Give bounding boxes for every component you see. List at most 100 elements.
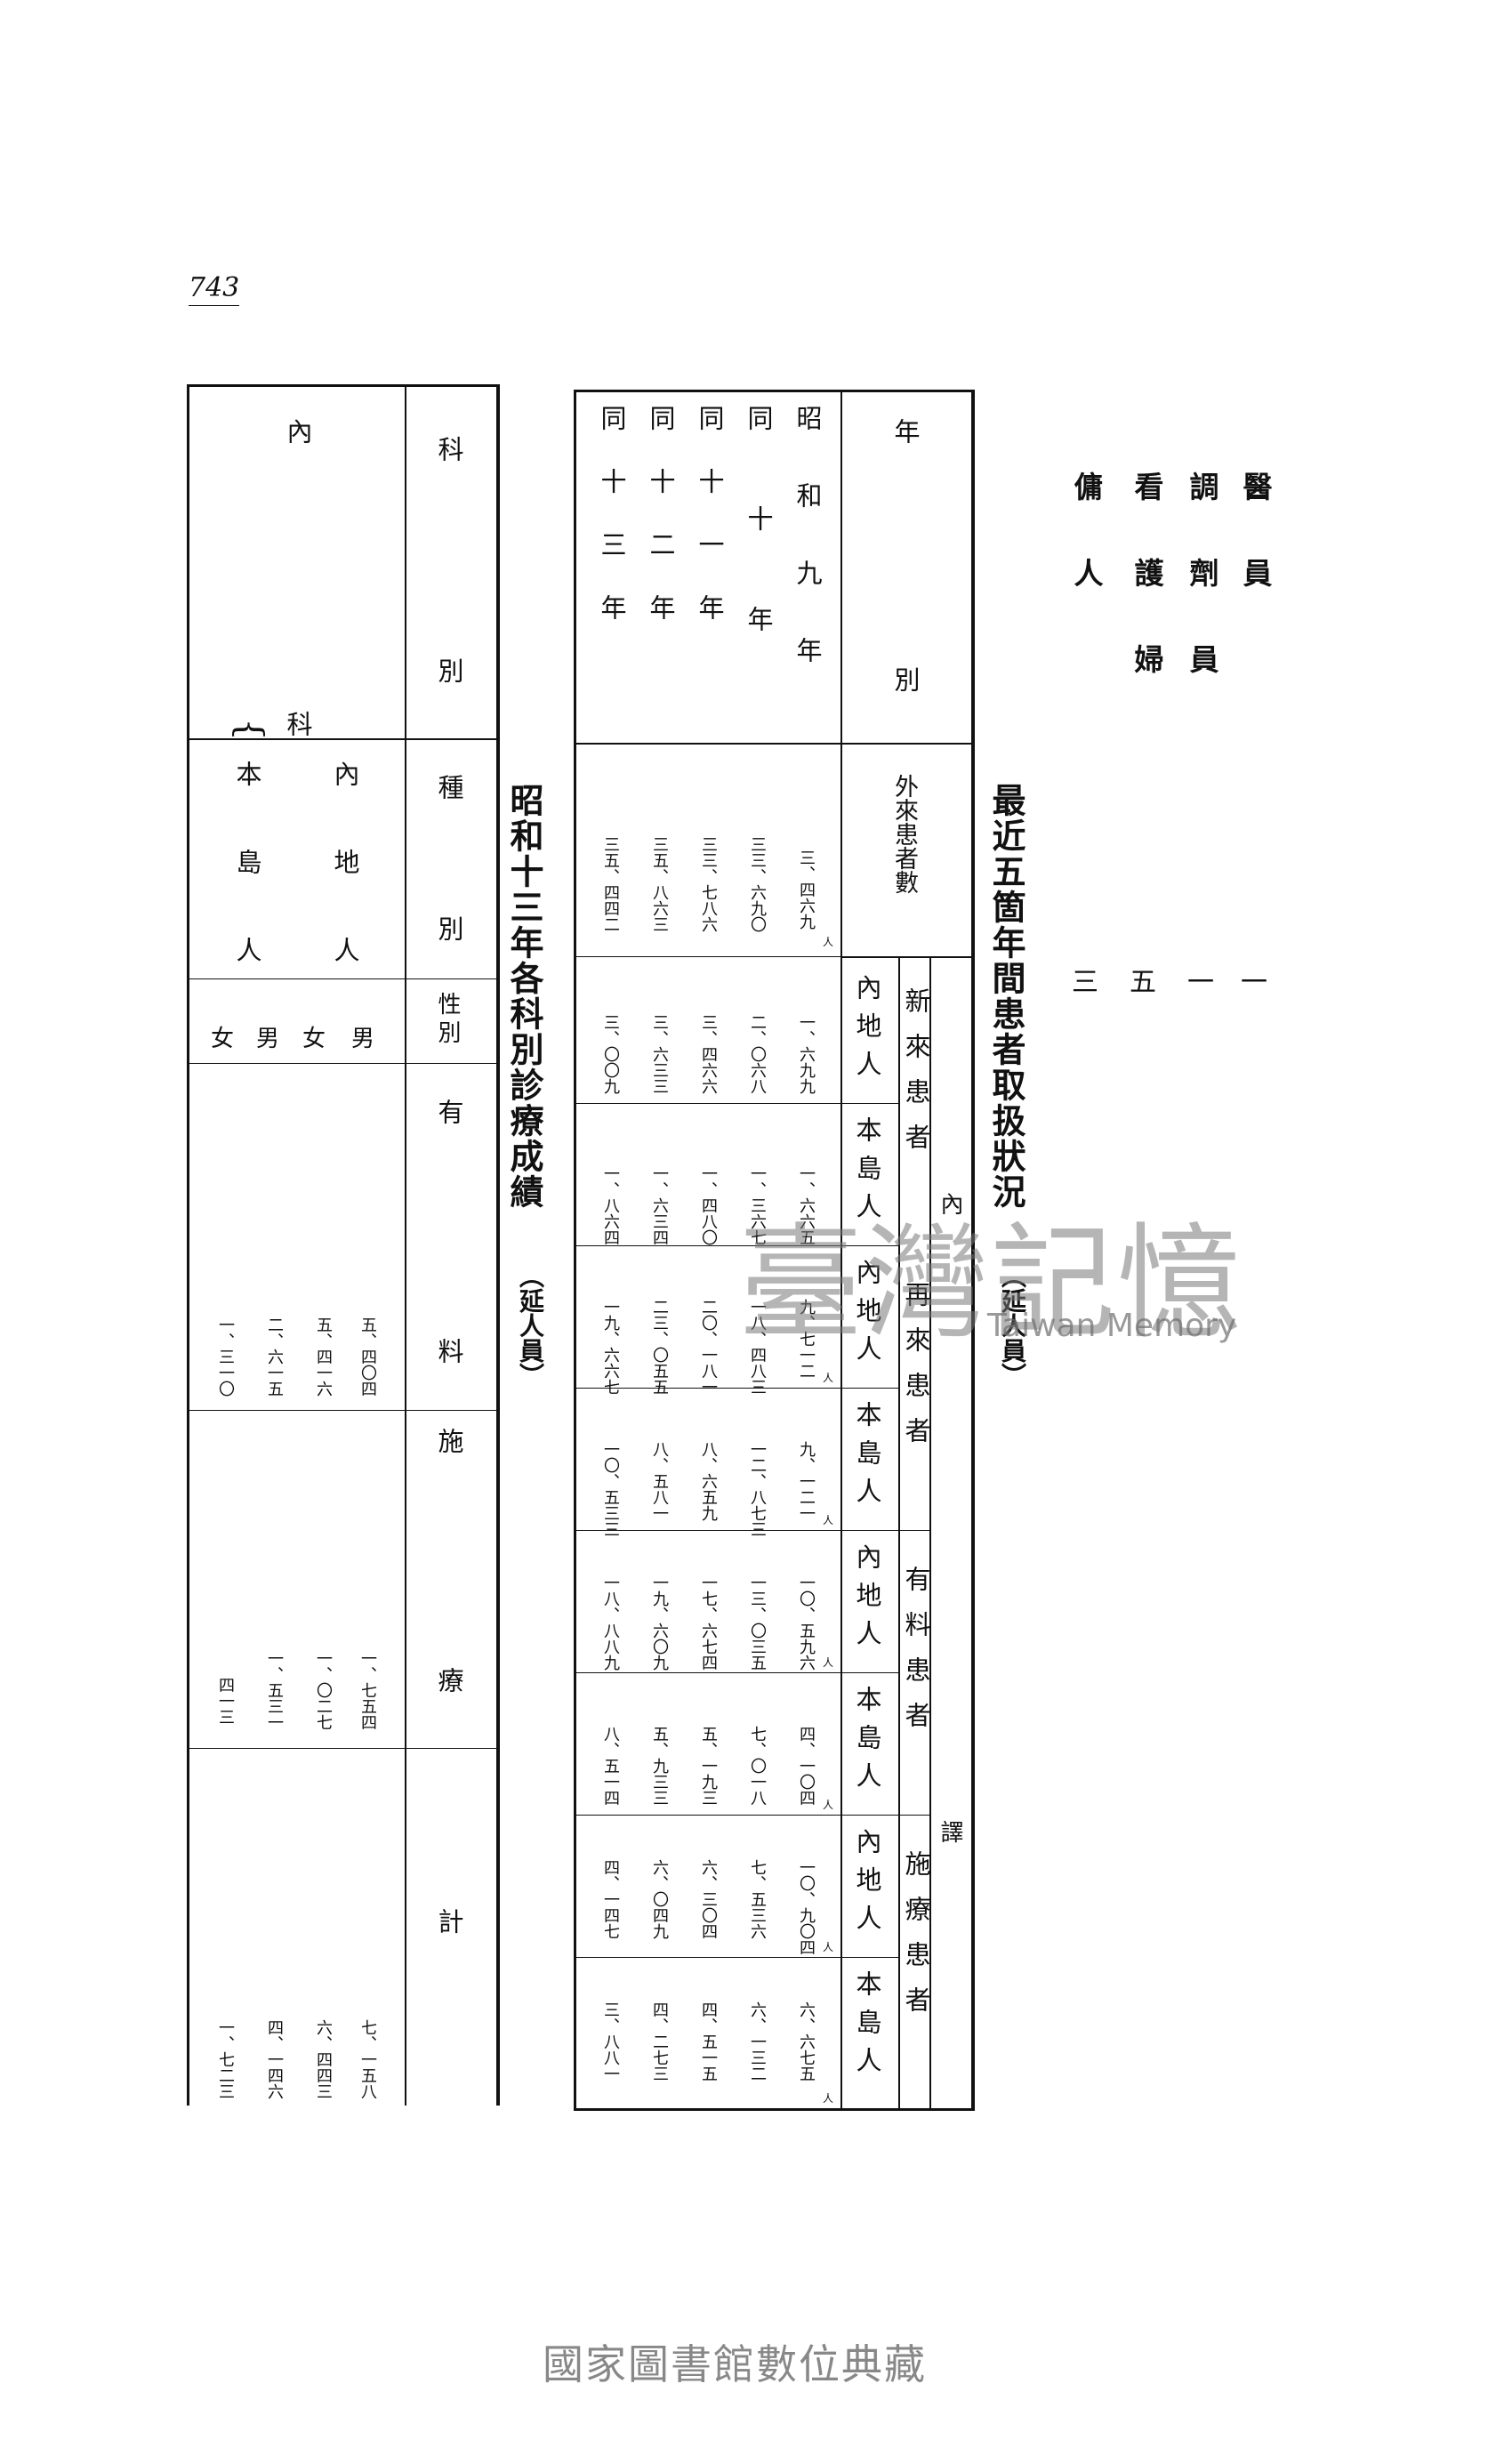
t1-r3-total: 三五、八六三 [650,836,669,932]
t1-r4-paid-h: 八、五一四 [601,1726,620,1806]
t2-header-charity: 施療 [434,1428,464,1906]
t1-r1-paid-n: 一三、〇三五 [748,1574,767,1671]
t1-r0-paid-h: 四、一〇四 [797,1726,816,1806]
t1-r3-paid-n: 一九、六〇九 [650,1574,669,1671]
t1-r2-char-n: 六、三〇四 [699,1859,718,1939]
table2-title-note: （延人員） [516,1263,545,1388]
t2-sex-hontou-female: 女 [211,1026,235,1052]
t1-sub-char-naichi: 內地人 [852,1828,882,1943]
t2-r1-paid: 五、四一六 [314,1317,333,1397]
t2-dept-brace: { [229,718,270,741]
t1-unit-total: 人 [823,936,834,948]
t2-r1-charity: 一、〇二七 [314,1650,333,1730]
t1-r3-char-n: 六、〇四九 [650,1859,669,1939]
t2-r3-charity: 四一三 [216,1677,235,1725]
t1-header-returning: 再來患者 [901,1281,931,1462]
table1-title: 最近五箇年間患者取扱狀況 [986,783,1026,1210]
t1-year-3: 同十二年 [646,405,676,657]
t1-r0-ret-n: 九、七一二 [797,1299,816,1379]
t1-r0-total: 三、四六九 [797,850,816,930]
t1-header-outpatients: 外來患者數 [890,774,918,894]
t1-sub-paid-hontou: 本島人 [852,1686,882,1800]
staff-count-kango: 五 [1130,967,1156,998]
t1-unit-ret-h: 人 [823,1514,834,1526]
t1-unit-char-h: 人 [823,2092,834,2105]
staff-count-chozai: 一 [1187,967,1214,998]
staff-count-ishi: 一 [1241,967,1267,998]
t1-r2-char-h: 四、五一五 [699,2001,718,2082]
t1-r0-char-n: 一〇、九〇四 [797,1859,816,1955]
t1-header-breakdown: 內譯 [937,1192,963,2448]
t1-r3-ret-h: 八、五八一 [650,1441,669,1521]
t1-unit-paid-n: 人 [823,1656,834,1669]
t1-unit-ret-n: 人 [823,1372,834,1384]
t2-r0-charity: 一、七五四 [358,1650,377,1730]
t1-header-paying: 有料患者 [901,1566,931,1747]
t1-header-new: 新來患者 [901,987,931,1169]
t1-r1-char-h: 六、一三二 [748,2001,767,2082]
t1-r1-ret-n: 一八、四八三 [748,1299,767,1395]
t2-header-dept: 科別 [434,436,464,879]
t1-r4-char-h: 三、八八一 [601,2001,620,2082]
t1-r3-new-n: 三、六三三 [650,1014,669,1094]
t2-header-sex: 性別 [434,992,461,1049]
t2-r0-paid: 五、四〇四 [358,1317,377,1397]
t1-sub-paid-naichi: 內地人 [852,1543,882,1658]
t1-r1-paid-h: 七、〇一八 [748,1726,767,1806]
watermark-en: Taiwan Memory [987,1308,1237,1344]
t1-r1-new-h: 一、三六七 [748,1165,767,1245]
t1-sub-ret-hontou: 本島人 [852,1401,882,1516]
t1-r1-ret-h: 一二、八七三 [748,1441,767,1537]
t1-year-1: 同十年 [744,405,774,706]
t1-r2-paid-h: 五、一九三 [699,1726,718,1806]
staff-label-chozai: 調劑員 [1185,471,1219,730]
library-footer: 國家圖書館數位典藏 [543,2340,927,2388]
t1-year-0: 昭和九年 [792,405,823,714]
t1-r4-paid-n: 一八、八八九 [601,1574,620,1671]
t1-r3-char-h: 四、二七三 [650,2001,669,2082]
t1-year-2: 同十一年 [695,405,725,657]
t1-r2-total: 三三、七八六 [699,836,718,932]
t1-r0-char-h: 六、六七五 [797,2001,816,2082]
t1-r1-char-n: 七、五三六 [748,1859,767,1939]
t1-r2-new-h: 一、四八〇 [699,1165,718,1245]
t2-r2-total: 四、一四六 [265,2019,284,2099]
t1-r3-new-h: 一、六三四 [650,1165,669,1245]
t1-year-4: 同十三年 [597,405,627,657]
t1-r4-char-n: 四、一四七 [601,1859,620,1939]
t2-r2-charity: 一、五三一 [265,1650,284,1730]
t2-type-naichi: 內地人 [330,761,360,1025]
t2-sex-hontou-male: 男 [256,1026,280,1052]
t1-unit-char-n: 人 [823,1941,834,1953]
t1-r2-new-n: 三、四六六 [699,1014,718,1094]
t1-r3-ret-n: 二三、〇五五 [650,1299,669,1395]
t2-r3-total: 一、七二三 [216,2019,235,2099]
t2-dept-name: 內科 [283,418,313,1003]
t1-r4-ret-h: 一〇、五三三 [601,1441,620,1537]
t2-sex-naichi-male: 男 [351,1026,375,1052]
t1-unit-paid-h: 人 [823,1799,834,1811]
watermark-logo: 臺灣記憶 [738,1212,1244,1357]
t1-r2-ret-n: 二〇、一八一 [699,1299,718,1395]
t1-header-year: 年別 [890,418,921,914]
t1-r1-total: 三三、六九〇 [748,836,767,932]
t1-r0-new-n: 一、六九九 [797,1014,816,1094]
t1-r4-new-n: 三、〇〇九 [601,1014,620,1094]
table2-title: 昭和十三年各科別診療成績 [504,783,544,1210]
t1-r2-paid-n: 一七、六七四 [699,1574,718,1671]
t1-r0-new-h: 一、六六五 [797,1165,816,1245]
t2-r2-paid: 二、六一五 [265,1317,284,1397]
table1-title-note: （延人員） [998,1263,1027,1388]
t1-r4-new-h: 一、八六四 [601,1165,620,1245]
t1-r4-ret-n: 一九、六六七 [601,1299,620,1395]
t1-r4-total: 三五、四四二 [601,836,620,932]
t1-r0-ret-h: 九、一二一 [797,1441,816,1521]
t2-r1-total: 六、四四三 [314,2019,333,2099]
t2-sex-naichi-female: 女 [302,1026,326,1052]
t2-r3-paid: 一、三一〇 [216,1317,235,1397]
t1-r2-ret-h: 八、六五九 [699,1441,718,1521]
staff-label-yonin: 傭人 [1069,471,1104,644]
staff-count-yonin: 三 [1072,967,1098,998]
staff-label-kango: 看護婦 [1130,471,1164,730]
t2-r0-total: 七、一五八 [358,2019,377,2099]
